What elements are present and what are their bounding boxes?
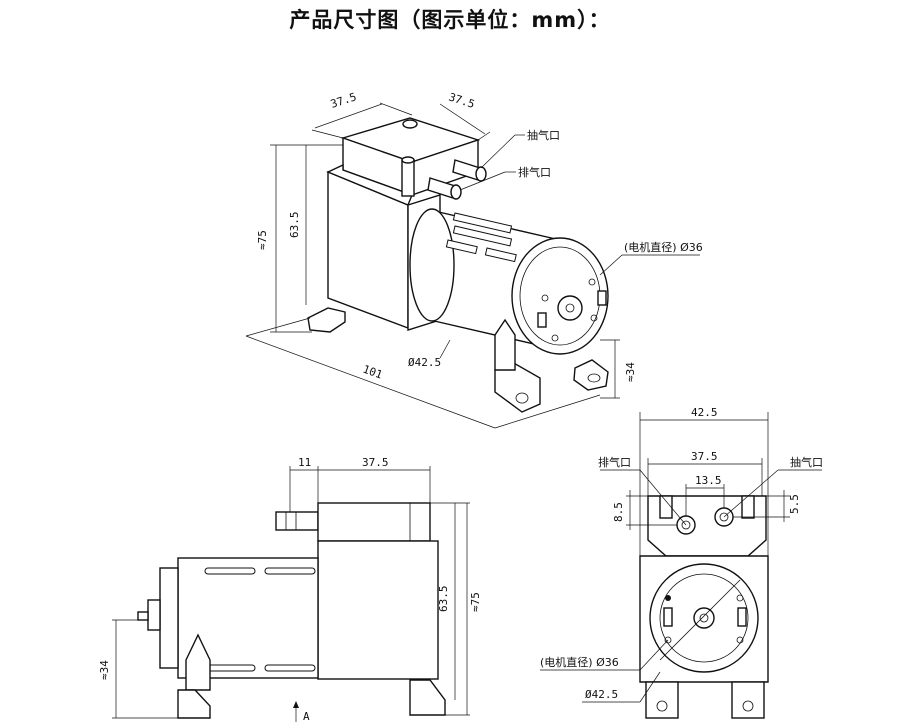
side-dim-height-body: 63.5 xyxy=(437,586,450,613)
iso-body-top xyxy=(326,163,413,206)
iso-dim-top-left: 37.5 xyxy=(329,90,358,111)
iso-dim-length: 101 xyxy=(361,363,384,382)
side-foot-left xyxy=(177,689,211,719)
front-terminal-left xyxy=(663,607,673,627)
front-label-exhaust: 排气口 xyxy=(598,455,631,469)
side-foot-nozzle xyxy=(185,633,211,691)
front-label-suction: 抽气口 xyxy=(790,455,823,469)
iso-dim-height-body: 63.5 xyxy=(288,212,301,239)
iso-terminal-left xyxy=(537,312,547,328)
iso-terminal-right xyxy=(597,290,607,306)
side-motor-cap xyxy=(159,567,179,669)
iso-suction-nozzle-end xyxy=(475,166,487,182)
side-view: 11 37.5 63.5 ≈75 ≈34 A xyxy=(98,456,482,723)
iso-motor-slots xyxy=(445,212,517,263)
front-dim-port-spacing: 13.5 xyxy=(695,474,722,487)
iso-foot-back xyxy=(307,307,346,333)
iso-head-screw xyxy=(402,119,418,129)
iso-dim-top-right: 37.5 xyxy=(447,90,476,111)
front-motor-inner xyxy=(659,573,749,663)
front-foot-right xyxy=(731,681,765,719)
iso-foot-nozzle xyxy=(494,318,516,371)
front-motor-boss xyxy=(693,607,715,629)
side-section-mark: A xyxy=(303,710,310,723)
iso-motor-boss xyxy=(557,295,583,321)
iso-exhaust-nozzle-end xyxy=(450,184,462,200)
iso-motor-shaft xyxy=(565,303,575,313)
iso-motor-back xyxy=(409,208,455,322)
iso-label-exhaust: 排气口 xyxy=(518,165,551,179)
front-foot-left xyxy=(645,681,679,719)
page-title: 产品尺寸图（图示单位：mm）： xyxy=(289,8,611,32)
front-label-motor-dia: (电机直径) Ø36 xyxy=(540,655,619,669)
iso-center-post xyxy=(401,159,415,197)
iso-motor-face xyxy=(511,237,609,355)
side-motor-terminal xyxy=(147,599,161,631)
iso-dim-motor-dia: Ø42.5 xyxy=(408,356,441,369)
front-head-tab-right xyxy=(741,495,755,519)
iso-foot-front-right xyxy=(573,359,609,391)
front-dim-right-port-height: 5.5 xyxy=(788,494,801,514)
side-dim-foot-height: ≈34 xyxy=(98,660,111,680)
iso-dim-height-total: ≈75 xyxy=(256,230,269,250)
side-motor-slots xyxy=(204,567,316,672)
front-dim-left-port-height: 8.5 xyxy=(612,502,625,522)
iso-label-suction: 抽气口 xyxy=(527,128,560,142)
front-dim-port-span: 37.5 xyxy=(691,450,718,463)
iso-label-motor-dia: (电机直径) Ø36 xyxy=(624,240,703,254)
front-head-tab-left xyxy=(659,495,673,519)
side-body xyxy=(317,540,439,680)
side-foot-right xyxy=(409,679,446,716)
side-dim-head-width: 37.5 xyxy=(362,456,389,469)
side-nozzle xyxy=(275,511,319,531)
front-dim-width-total: 42.5 xyxy=(691,406,718,419)
front-terminal-right xyxy=(737,607,747,627)
front-dim-motor-dia: Ø42.5 xyxy=(585,688,618,701)
iso-center-post-top xyxy=(401,156,415,164)
side-dim-height-total: ≈75 xyxy=(469,592,482,612)
front-view: 42.5 37.5 13.5 8.5 5.5 排气口 抽气口 (电机直径) Ø3… xyxy=(540,406,823,719)
side-dim-nozzle: 11 xyxy=(298,456,311,469)
side-head xyxy=(317,502,431,542)
iso-dim-foot-height: ≈34 xyxy=(624,362,637,382)
iso-view: 37.5 37.5 ≈75 63.5 101 Ø42.5 ≈34 抽气口 排气口… xyxy=(245,90,703,429)
